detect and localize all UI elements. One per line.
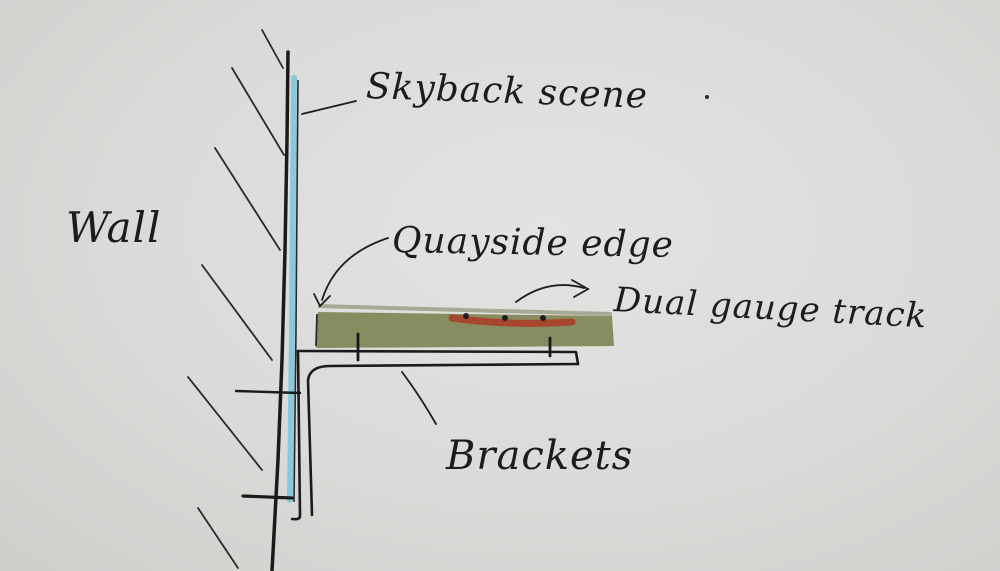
leader-lines: [301, 100, 590, 425]
leader-track-arrow: [571, 279, 590, 298]
dual-gauge-track: [448, 313, 576, 327]
label-brackets: Brackets: [446, 433, 634, 479]
leader-quayside-arrow: [313, 293, 331, 308]
skyback-scene-board: [287, 75, 297, 503]
wall-line: [270, 50, 290, 571]
stray-dot: [705, 95, 709, 99]
leader-brackets: [401, 371, 437, 425]
label-quayside-edge: Quayside edge: [391, 220, 675, 266]
skyback-scene-edge: [293, 79, 299, 503]
label-wall: Wall: [66, 203, 162, 252]
leader-track: [515, 284, 585, 303]
leader-quayside: [321, 237, 389, 301]
leader-skyback: [301, 100, 357, 115]
wall-hatching: [187, 29, 285, 569]
bracket: [234, 332, 580, 521]
baseboard: [315, 304, 614, 348]
